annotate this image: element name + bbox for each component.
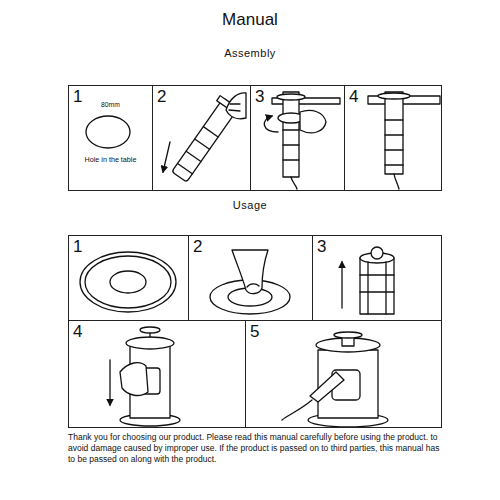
installed-socket-figure-part	[385, 149, 403, 150]
note-text: Thank you for choosing our product. Plea…	[68, 432, 444, 465]
step-number: 3	[317, 237, 326, 257]
step-number: 2	[157, 87, 166, 107]
tube-insert-figure-part-part	[203, 127, 218, 137]
pull-out-figure-part	[109, 360, 110, 405]
pop-up-figure-part	[367, 262, 368, 314]
pop-up-figure	[342, 247, 394, 314]
step-number: 2	[193, 237, 202, 257]
press-lid-figure-part	[247, 284, 259, 287]
panel-text: 80mm	[69, 101, 152, 108]
panel-box: 3	[250, 85, 345, 191]
installed-socket-figure-part	[385, 92, 403, 174]
pop-up-figure-part	[371, 247, 383, 259]
nut-tighten-figure	[264, 92, 340, 189]
plug-in-figure	[282, 332, 388, 427]
nut-tighten-figure-part	[300, 110, 326, 132]
press-lid-figure-part	[210, 280, 290, 314]
nut-tighten-figure-part	[283, 159, 299, 160]
plug-in-figure-part	[310, 372, 344, 402]
panel-box: 3	[312, 235, 442, 321]
nut-tighten-figure-part	[277, 94, 305, 100]
plug-in-figure-part	[282, 400, 312, 420]
tube-insert-figure-part	[163, 142, 170, 172]
section-heading: Assembly	[0, 47, 500, 59]
step-number: 1	[73, 237, 82, 257]
step-number: 5	[250, 322, 259, 342]
pop-up-figure-part	[385, 262, 386, 314]
panel-box: 4	[344, 85, 442, 191]
tube-insert-figure-part-part	[195, 139, 210, 149]
tube-insert-figure-part	[226, 93, 246, 119]
installed-socket-figure-part	[394, 174, 399, 189]
nut-tighten-figure-part	[283, 144, 299, 145]
installed-socket-figure-part	[385, 164, 403, 165]
nut-tighten-figure-part	[283, 129, 299, 130]
panel-box: 5	[245, 320, 442, 428]
step-number: 1	[73, 87, 82, 107]
nut-tighten-figure-part	[291, 177, 297, 189]
manual-title: Manual	[0, 10, 500, 30]
step-number: 3	[255, 87, 264, 107]
nut-tighten-figure-part	[264, 116, 278, 132]
nut-tighten-figure-part	[283, 92, 299, 177]
installed-socket-figure-part	[378, 93, 410, 99]
panel-box: 2	[152, 85, 251, 191]
section-heading: Usage	[0, 199, 500, 211]
pull-out-figure-part	[140, 327, 160, 333]
installed-socket-figure-part	[385, 134, 403, 135]
tube-insert-figure	[163, 93, 246, 184]
pop-up-figure-part	[360, 291, 394, 292]
press-lid-figure-part	[232, 250, 268, 294]
hole-outline-part	[86, 116, 130, 148]
pop-up-figure-part	[341, 262, 342, 308]
installed-socket-figure	[368, 92, 440, 189]
panel-box: 180mmHole in the table	[68, 85, 153, 191]
closed-lid-figure-part	[85, 256, 171, 308]
installed-socket-figure-part	[385, 119, 403, 120]
closed-lid-figure	[80, 252, 176, 312]
pull-out-figure-part	[126, 337, 174, 349]
closed-lid-figure-part	[80, 252, 176, 312]
tube-insert-figure-part-part	[186, 151, 201, 161]
plug-in-figure-part	[334, 332, 362, 338]
pop-up-figure-part	[360, 274, 394, 275]
tube-insert-figure-part	[229, 104, 240, 111]
tube-insert-figure-part-part	[178, 164, 193, 174]
closed-lid-figure-part	[110, 271, 146, 293]
step-number: 4	[349, 87, 358, 107]
pop-up-figure-part	[360, 258, 394, 314]
pull-out-figure	[110, 327, 180, 426]
press-lid-figure	[210, 250, 290, 314]
panel-text: Hole in the table	[69, 155, 152, 164]
panel-box: 4	[68, 320, 246, 428]
panel-box: 1	[68, 235, 189, 321]
pull-out-figure-part	[120, 363, 148, 396]
panel-box: 2	[188, 235, 313, 321]
hole-outline	[86, 116, 130, 148]
step-number: 4	[73, 322, 82, 342]
